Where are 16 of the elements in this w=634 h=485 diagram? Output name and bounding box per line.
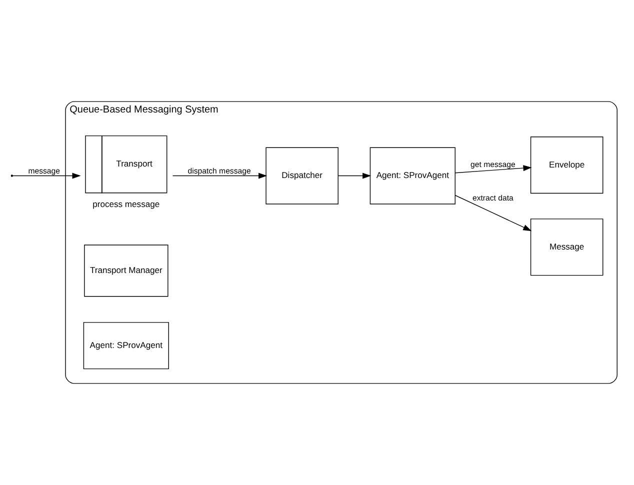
node-box: Dispatcher	[266, 147, 338, 204]
arrow	[12, 172, 81, 179]
arrow	[454, 195, 532, 232]
edge-label: get message	[470, 160, 516, 170]
edge-label: dispatch message	[188, 166, 251, 176]
arrow	[172, 172, 268, 179]
node-box: Agent: SProvAgent	[83, 322, 169, 370]
node-box: Envelope	[530, 136, 604, 194]
node-label: process message	[92, 198, 160, 209]
arrow	[338, 172, 372, 179]
edge-label: message	[28, 166, 60, 176]
node-box: Message	[530, 218, 604, 276]
arrow	[454, 165, 532, 174]
node-box: Transport Manager	[84, 244, 168, 297]
node-box: Agent: SProvAgent	[370, 147, 456, 204]
edge-label: extract data	[472, 194, 514, 203]
